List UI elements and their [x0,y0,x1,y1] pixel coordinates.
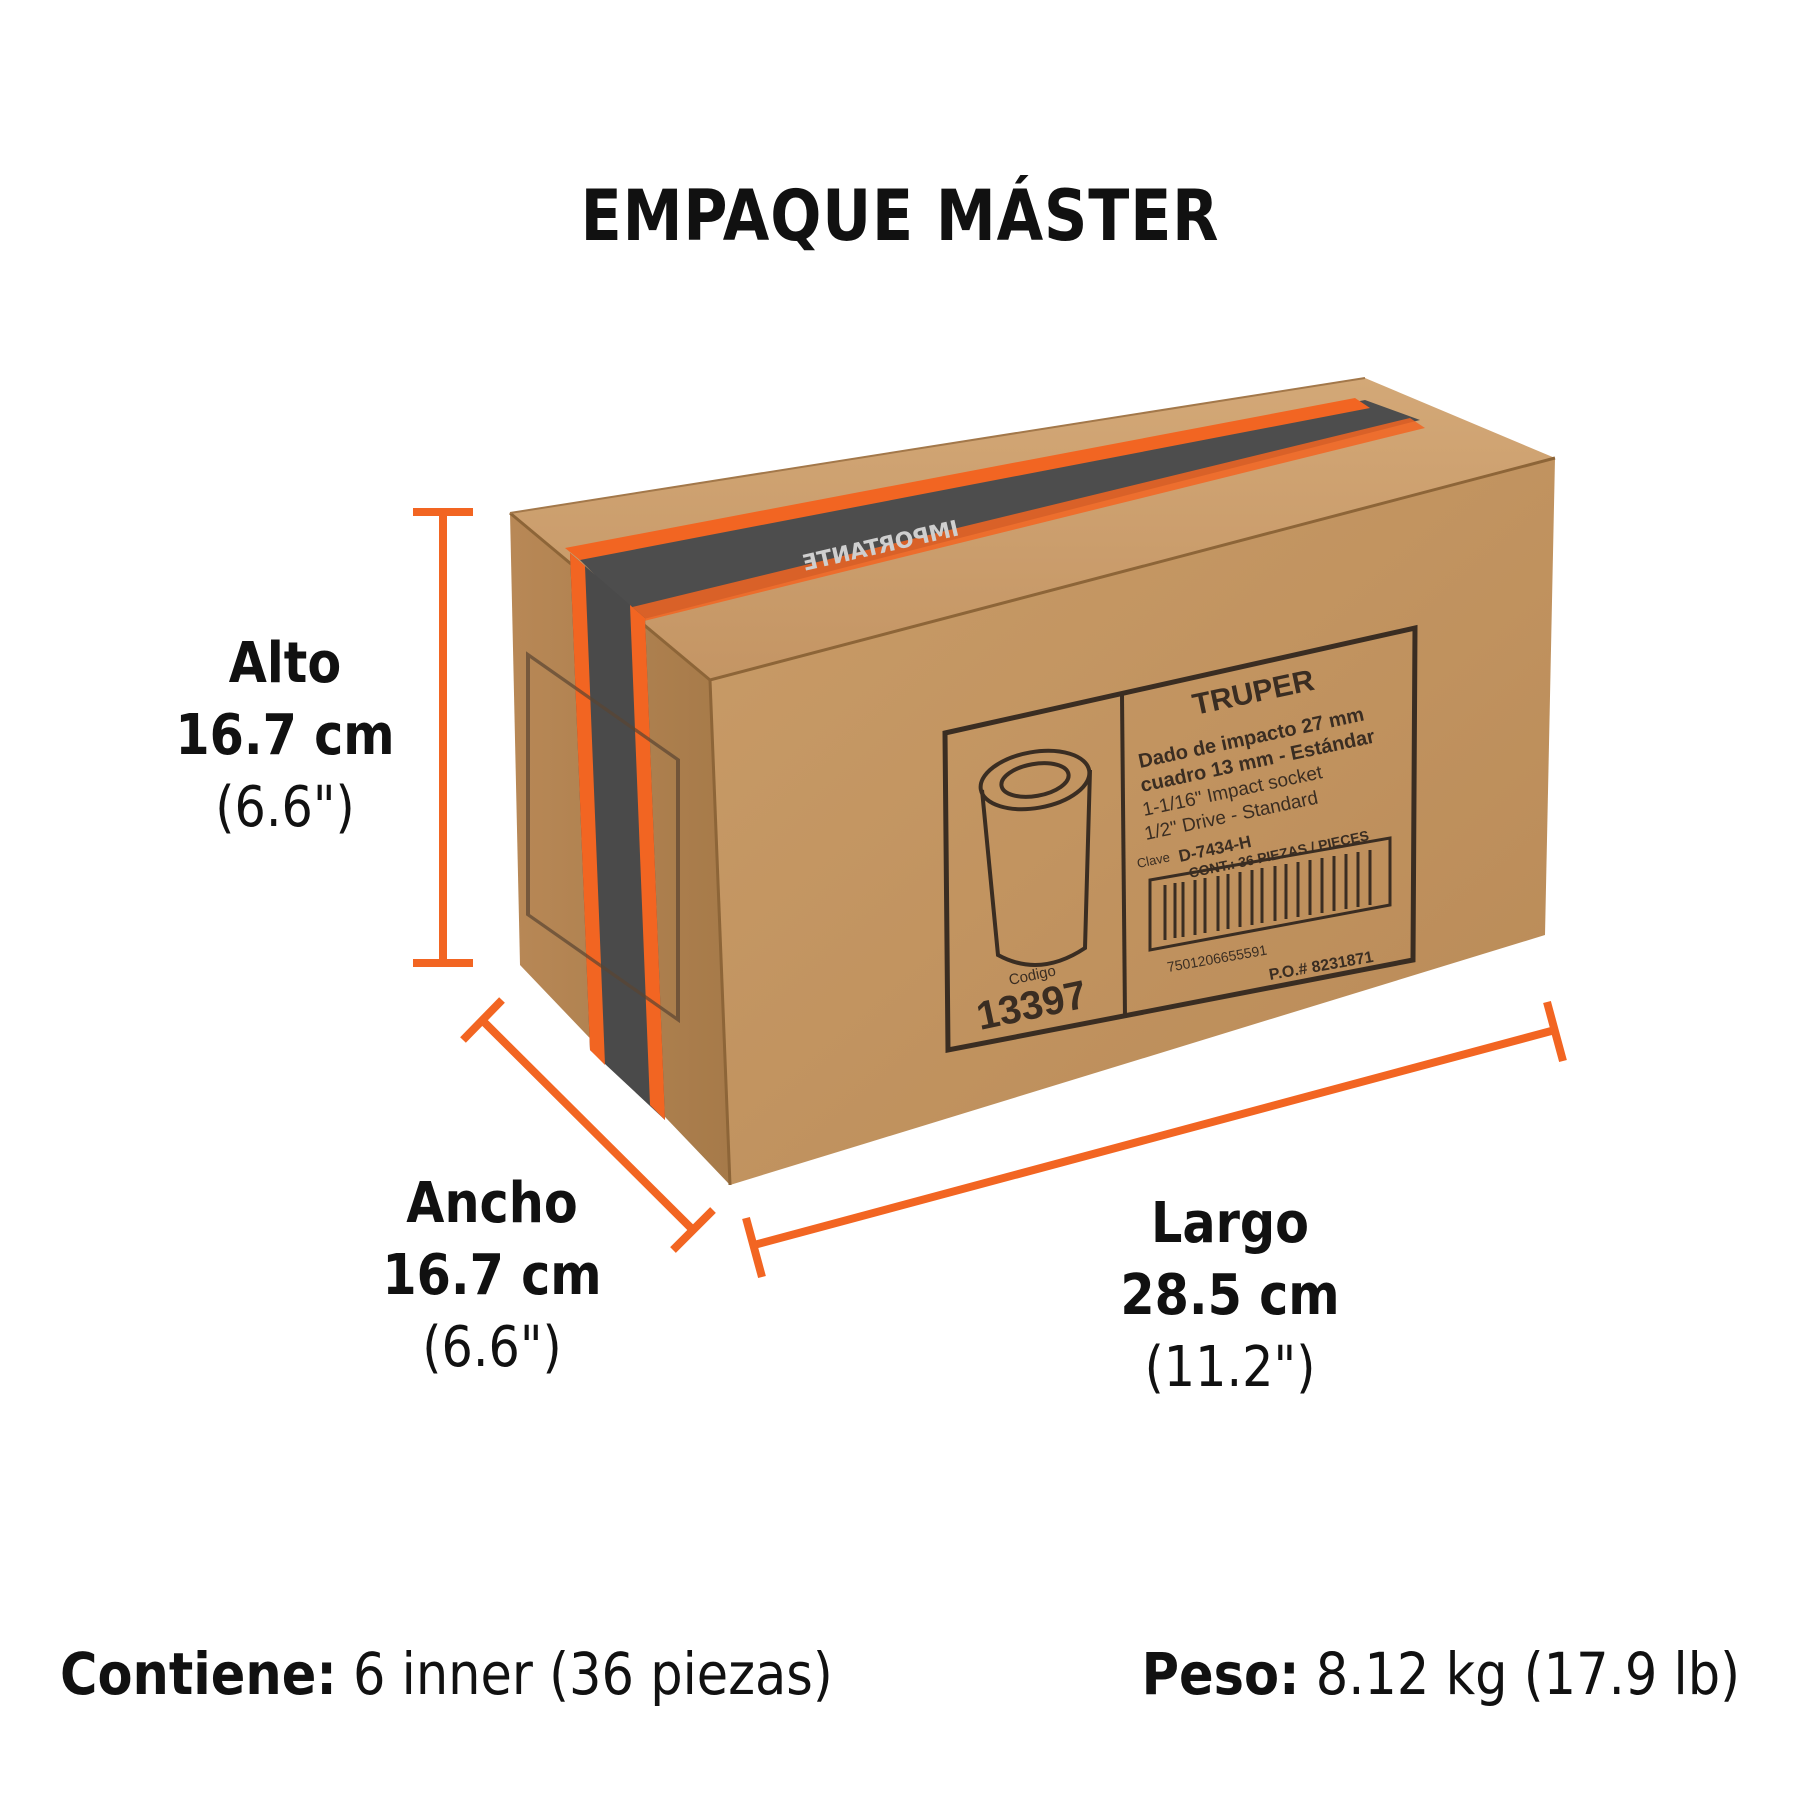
alto-metric: 16.7 cm [175,703,395,768]
box-front-face [710,458,1555,1185]
socket-icon [978,748,1092,967]
page-title: EMPAQUE MÁSTER [580,175,1220,257]
dimension-lines [413,508,1567,1279]
peso-info: Peso: 8.12 kg (17.9 lb) [1142,1640,1740,1708]
largo-label: Largo [1150,1191,1310,1256]
largo-line [752,1026,1557,1249]
contiene-label: Contiene: [60,1640,337,1708]
ancho-imperial: (6.6") [422,1315,562,1380]
ancho-dimension: Ancho 16.7 cm (6.6") [334,1168,651,1384]
alto-label: Alto [228,631,342,696]
front-label [942,624,1418,1054]
largo-imperial: (11.2") [1144,1335,1316,1400]
alto-dimension: Alto 16.7 cm (6.6") [127,628,444,844]
ancho-line [479,1017,696,1233]
barcode [1148,836,1392,952]
largo-metric: 28.5 cm [1120,1263,1340,1328]
peso-label: Peso: [1141,1640,1300,1708]
peso-value: 8.12 kg (17.9 lb) [1315,1640,1740,1708]
contiene-info: Contiene: 6 inner (36 piezas) [60,1640,833,1708]
largo-dimension: Largo 28.5 cm (11.2") [1072,1188,1389,1404]
alto-imperial: (6.6") [215,775,355,840]
contiene-value: 6 inner (36 piezas) [352,1640,833,1708]
ancho-metric: 16.7 cm [382,1243,602,1308]
label-clave-label: Clave [1136,849,1172,871]
packing-tape [575,400,1420,620]
ancho-label: Ancho [406,1171,578,1236]
